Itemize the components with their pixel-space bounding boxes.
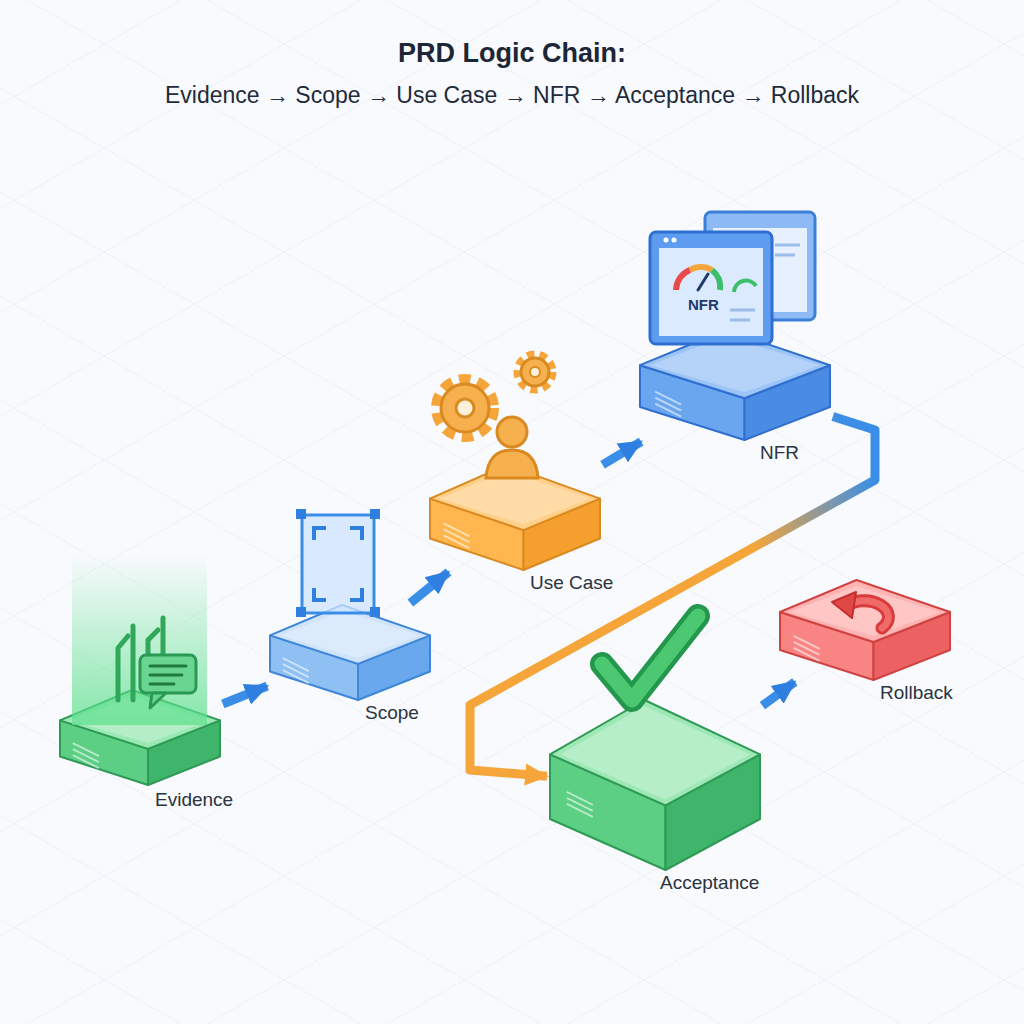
use-case-icon bbox=[437, 355, 552, 478]
nfr-block: NFR bbox=[640, 330, 830, 440]
block-label: Rollback bbox=[880, 682, 953, 704]
evidence-icon bbox=[72, 555, 207, 725]
block-label: Acceptance bbox=[660, 872, 759, 894]
flow-arrow bbox=[603, 442, 642, 465]
use-case-block: Use Case bbox=[430, 465, 600, 570]
iso-block bbox=[270, 605, 430, 700]
screen-text: NFR bbox=[688, 296, 748, 313]
evidence-block: Evidence bbox=[60, 690, 220, 785]
nfr-monitors bbox=[650, 212, 815, 344]
subtitle: Evidence → Scope → Use Case → NFR → Acce… bbox=[0, 82, 1024, 109]
block-label: Evidence bbox=[155, 789, 233, 811]
acceptance-block: Acceptance bbox=[550, 700, 760, 870]
iso-block bbox=[640, 330, 830, 440]
iso-block bbox=[550, 700, 760, 870]
iso-block bbox=[780, 580, 950, 680]
iso-block bbox=[60, 690, 220, 785]
iso-block bbox=[430, 465, 600, 570]
scope-block: Scope bbox=[270, 605, 430, 700]
flow-arrow bbox=[762, 682, 794, 706]
flow-arrow bbox=[223, 686, 267, 704]
block-label: Use Case bbox=[530, 572, 613, 594]
block-label: Scope bbox=[365, 702, 419, 724]
scope-frame-icon bbox=[296, 509, 380, 617]
flow-arrow bbox=[470, 416, 875, 776]
title: PRD Logic Chain: bbox=[0, 38, 1024, 69]
rollback-block: Rollback bbox=[780, 580, 950, 680]
rollback-arrow-icon bbox=[832, 592, 888, 628]
block-label: NFR bbox=[760, 442, 799, 464]
flow-arrow bbox=[410, 572, 448, 603]
